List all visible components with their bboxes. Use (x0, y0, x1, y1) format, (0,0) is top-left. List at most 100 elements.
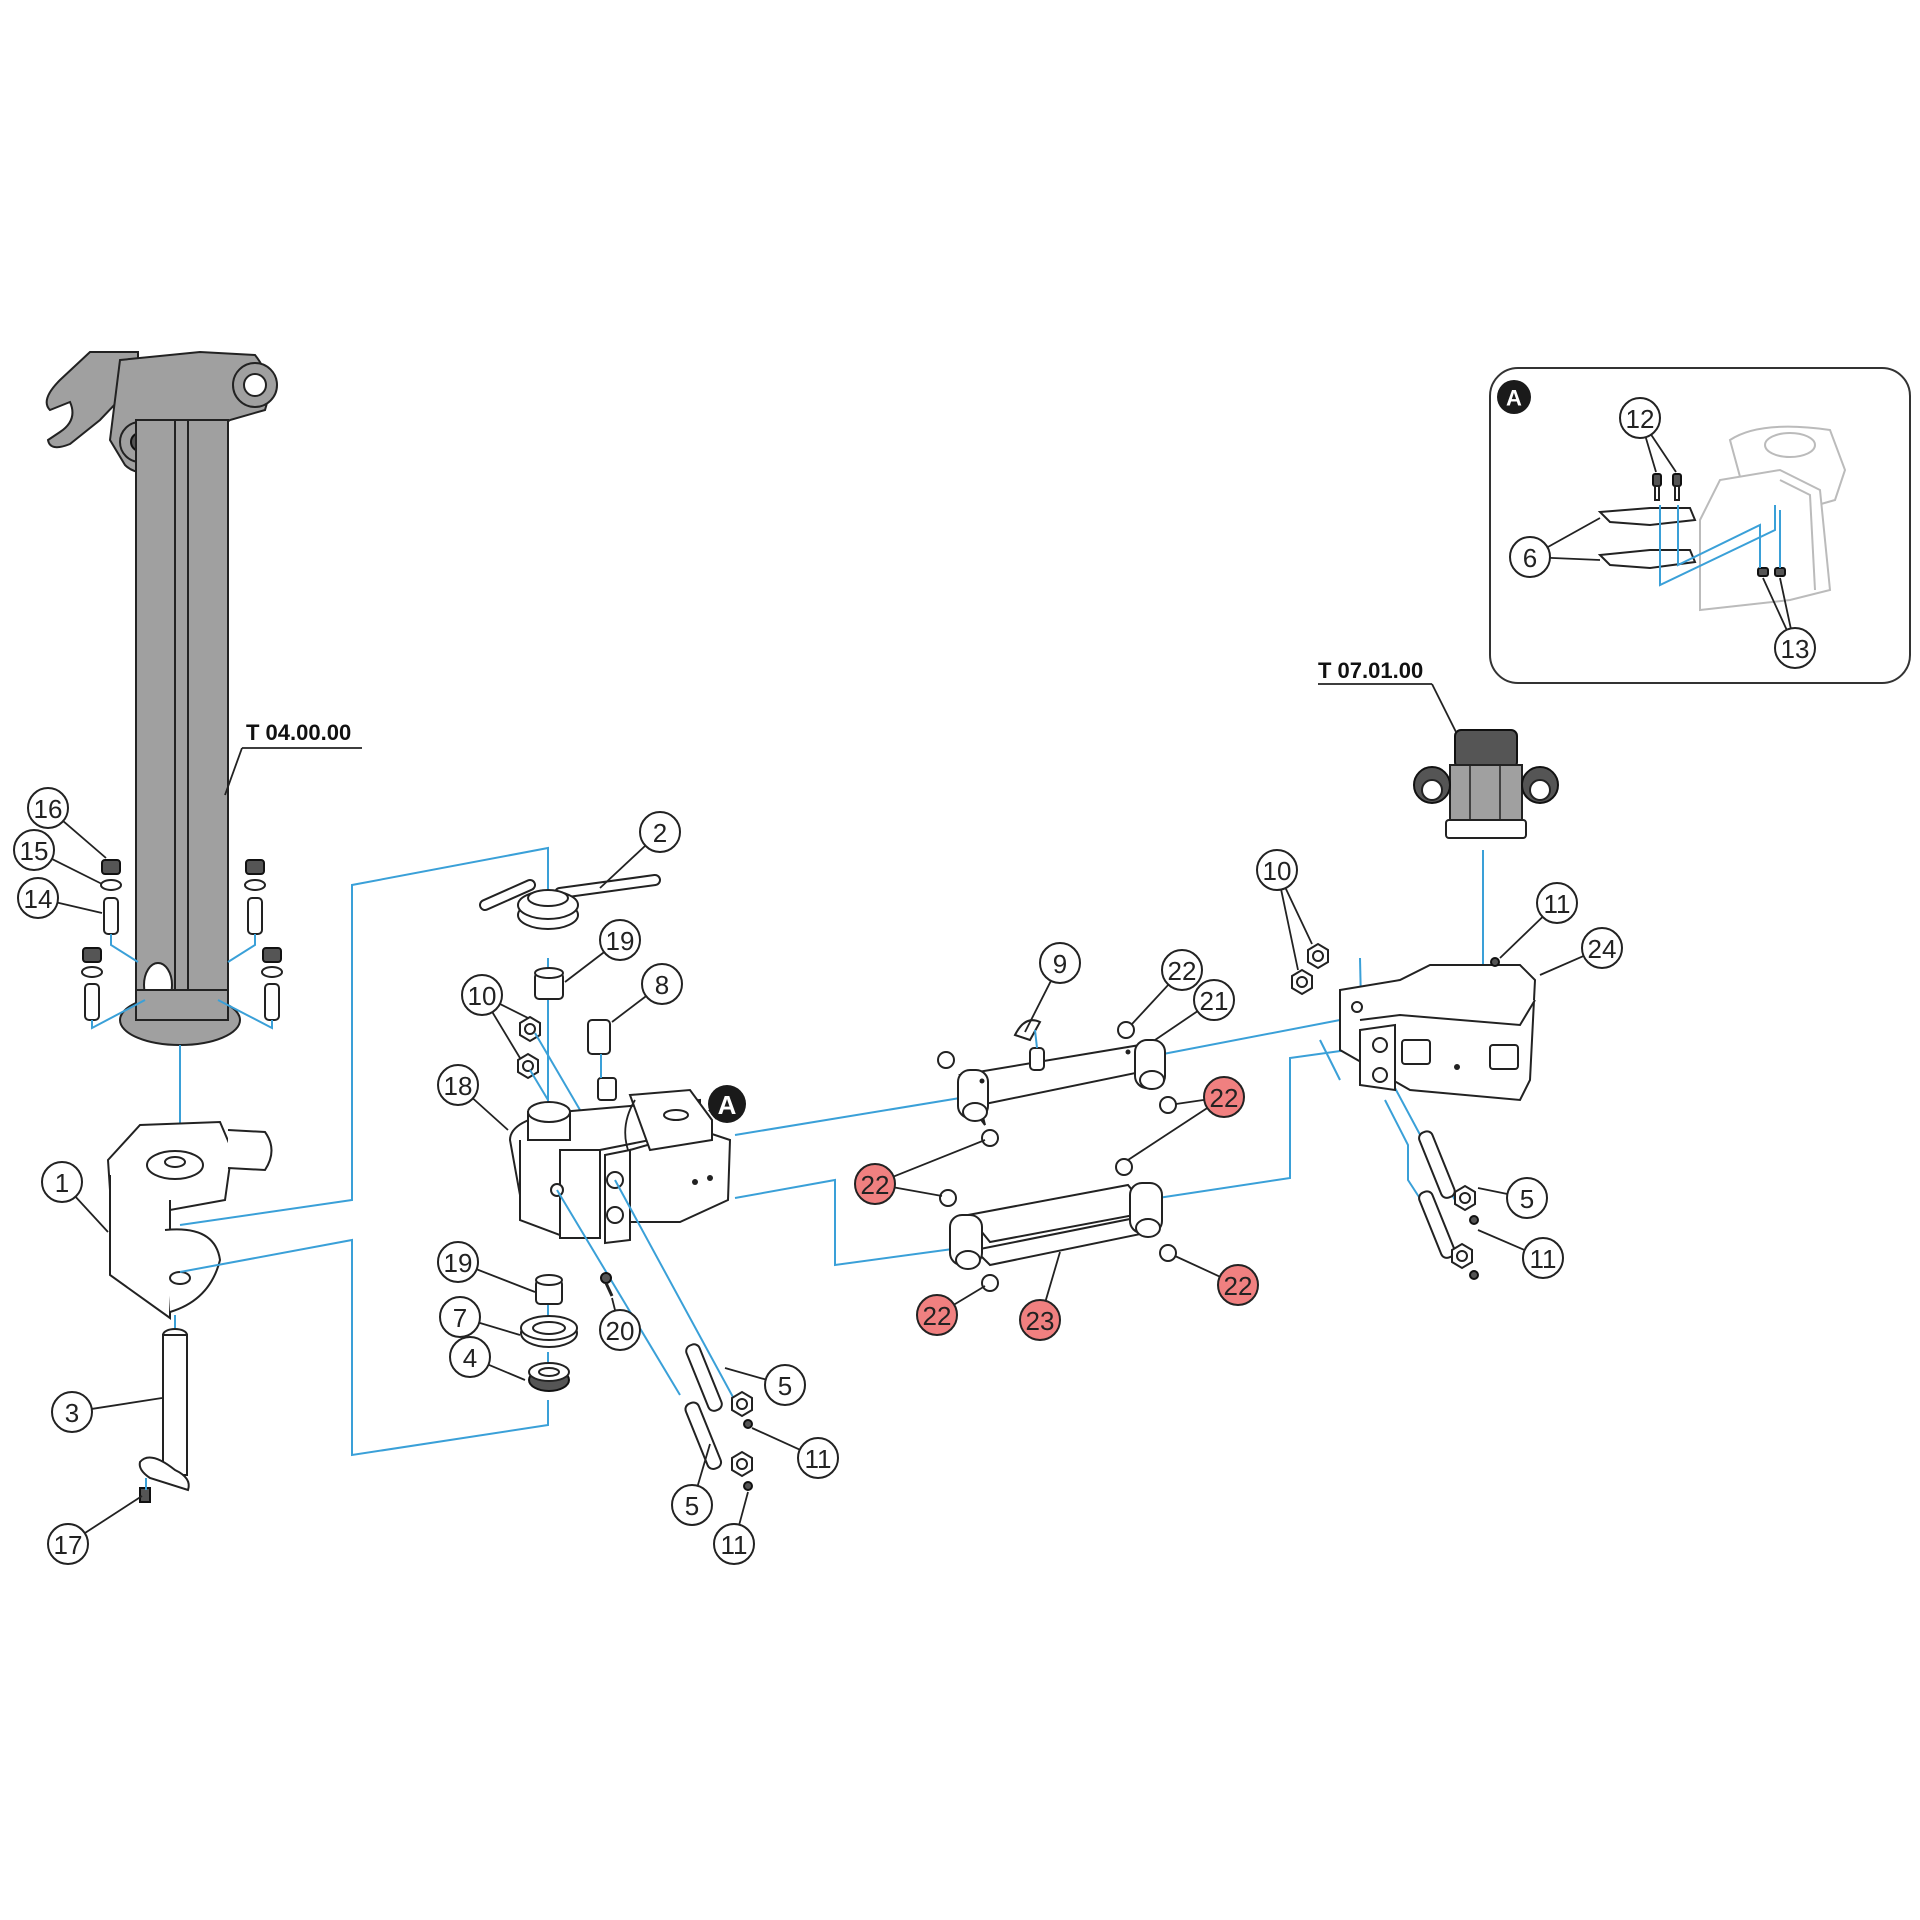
callout-c10a[interactable]: 10 (461, 974, 529, 1059)
callout-c15[interactable]: 15 (13, 829, 103, 885)
callout-leader (51, 858, 103, 885)
callout-circle (1506, 1177, 1548, 1219)
callout-circle (671, 1484, 713, 1526)
upper-link[interactable] (957, 1019, 1166, 1126)
callout-c17[interactable]: 17 (47, 1495, 143, 1565)
callout-leader (1175, 1098, 1205, 1105)
callout-number: 10 (1263, 856, 1292, 886)
pins-left[interactable] (684, 1343, 753, 1491)
callout-c13[interactable]: 13 (1762, 577, 1816, 669)
callout-c23[interactable]: 23 (1019, 1251, 1061, 1341)
callout-c22c[interactable]: 22 (854, 1139, 986, 1205)
callout-leader (499, 1003, 529, 1019)
callout-c22b[interactable]: 22 (1127, 1076, 1245, 1161)
callout-c3[interactable]: 3 (51, 1391, 163, 1433)
bush-22-2 (1117, 1021, 1135, 1039)
callout-leader (1762, 577, 1788, 631)
callout-number: 17 (54, 1530, 83, 1560)
callout-circle (1217, 1264, 1259, 1306)
callout-number: 5 (685, 1491, 699, 1521)
mast-assembly[interactable] (45, 350, 278, 1046)
callout-c11b[interactable]: 11 (713, 1491, 755, 1565)
callout-c7[interactable]: 7 (439, 1296, 521, 1338)
callout-leader (1477, 1187, 1508, 1195)
callout-c22d[interactable]: 22 (916, 1285, 986, 1336)
callout-c5a[interactable]: 5 (724, 1364, 806, 1406)
motor-reference: T 07.01.00 (1318, 658, 1457, 733)
nuts-left[interactable] (517, 1015, 541, 1080)
link-bushes[interactable] (937, 1021, 1177, 1292)
callout-c6[interactable]: 6 (1509, 517, 1601, 578)
pivot-bracket[interactable] (508, 1088, 732, 1245)
callout-c21[interactable]: 21 (1154, 979, 1235, 1041)
callout-circle (916, 1294, 958, 1336)
callout-c19b[interactable]: 19 (437, 1241, 536, 1293)
callout-c18[interactable]: 18 (437, 1064, 509, 1131)
callout-c5b[interactable]: 5 (671, 1443, 713, 1526)
latch-clip[interactable] (587, 1019, 617, 1101)
callout-leader (1547, 517, 1601, 549)
callout-c10b[interactable]: 10 (1256, 849, 1313, 971)
hydraulic-motor[interactable] (1413, 729, 1559, 839)
callout-number: 22 (1224, 1271, 1253, 1301)
callout-number: 9 (1053, 949, 1067, 979)
callout-number: 15 (20, 836, 49, 866)
callout-c14[interactable]: 14 (17, 877, 103, 919)
bushing-top[interactable] (534, 967, 564, 1000)
callout-leader (893, 1139, 986, 1178)
callout-c9[interactable]: 9 (1024, 942, 1081, 1033)
callout-c2[interactable]: 2 (599, 811, 681, 889)
callout-circle (713, 1523, 755, 1565)
callout-c11a[interactable]: 11 (751, 1427, 839, 1479)
callout-c1[interactable]: 1 (41, 1161, 109, 1233)
callout-circle (854, 1163, 896, 1205)
grub-screw[interactable] (600, 1272, 614, 1297)
torsion-spring[interactable] (479, 874, 661, 930)
callout-circle (1581, 927, 1623, 969)
callout-circle (599, 919, 641, 961)
callout-c11c[interactable]: 11 (1499, 882, 1578, 959)
callout-c19a[interactable]: 19 (564, 919, 641, 983)
callout-circle (1774, 627, 1816, 669)
base-bracket[interactable] (106, 1120, 273, 1320)
callout-c12[interactable]: 12 (1619, 397, 1677, 473)
callout-leader (91, 1397, 163, 1410)
pivot-pin[interactable] (138, 1328, 190, 1503)
lower-link[interactable] (949, 1182, 1163, 1270)
detail-a-marker[interactable]: A (708, 1085, 746, 1123)
callout-leader (1644, 436, 1657, 473)
callout-circle (1203, 1076, 1245, 1118)
callout-number: 14 (24, 884, 53, 914)
callout-number: 1 (55, 1168, 69, 1198)
callout-c8[interactable]: 8 (611, 963, 683, 1023)
detail-view-a: A (1489, 367, 1911, 684)
callout-leader (1280, 889, 1299, 971)
callout-c11d[interactable]: 11 (1477, 1229, 1564, 1279)
callout-c24[interactable]: 24 (1539, 927, 1623, 976)
callout-c22e[interactable]: 22 (1174, 1255, 1259, 1306)
callout-c20[interactable]: 20 (599, 1297, 641, 1351)
callout-c5c[interactable]: 5 (1477, 1177, 1548, 1219)
callout-c16[interactable]: 16 (27, 787, 107, 859)
callout-leader (564, 951, 605, 983)
callout-circle (437, 1064, 479, 1106)
nuts-right[interactable] (1291, 942, 1329, 996)
callout-circle (1619, 397, 1661, 439)
pins-right[interactable] (1417, 1130, 1479, 1280)
lower-stack[interactable] (520, 1274, 578, 1392)
callout-number: 18 (444, 1071, 473, 1101)
callout-c22a[interactable]: 22 (1131, 949, 1203, 1025)
callout-leader (894, 1186, 943, 1197)
callout-circle (639, 811, 681, 853)
callout-leader (74, 1196, 109, 1233)
callout-leader (724, 1367, 767, 1381)
mast-reference: T 04.00.00 (224, 720, 362, 796)
callout-c4[interactable]: 4 (449, 1336, 526, 1381)
callout-circle (13, 829, 55, 871)
motor-reference-label: T 07.01.00 (1318, 658, 1423, 683)
detail-view-badge (1497, 380, 1531, 414)
callout-leader (476, 1268, 536, 1293)
motor-bracket[interactable] (1339, 964, 1537, 1102)
